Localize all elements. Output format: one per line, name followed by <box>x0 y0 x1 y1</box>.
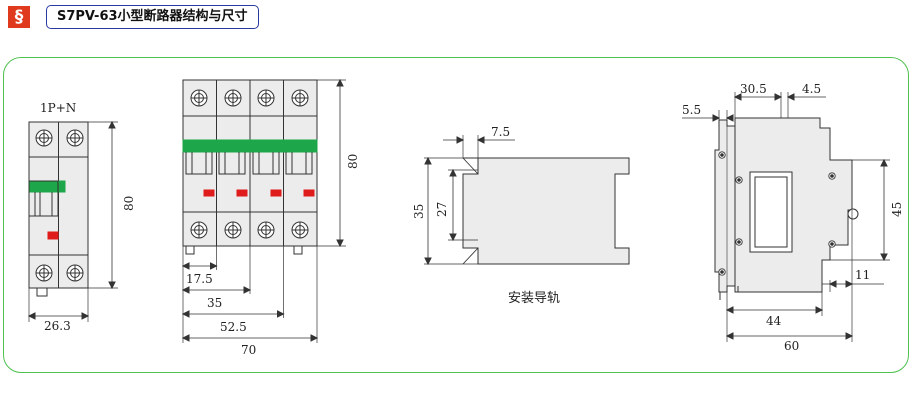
side-bottom-dim-b: 60 <box>784 339 799 353</box>
side-right-dim-h: 45 <box>890 202 904 217</box>
view2-dim-2: 35 <box>207 296 222 310</box>
rail-outer-dim: 35 <box>412 204 426 219</box>
side-left-dim: 5.5 <box>682 103 701 117</box>
page-title: S7PV-63小型断路器结构与尺寸 <box>46 5 259 29</box>
section-badge: § <box>8 6 30 28</box>
side-bottom-dim-a: 44 <box>766 314 782 328</box>
view2-dim-1: 17.5 <box>186 272 213 286</box>
content-frame <box>3 57 909 373</box>
side-right-dim-b: 11 <box>855 268 870 282</box>
view2-dim-3: 52.5 <box>220 320 247 334</box>
side-top-dim-a: 30.5 <box>740 82 767 96</box>
side-top-dim-b: 4.5 <box>802 82 821 96</box>
view1-label: 1P+N <box>40 101 76 115</box>
view1-height-dim: 80 <box>122 196 136 211</box>
rail-top-dim: 7.5 <box>491 125 510 139</box>
din-rail-view: 7.5 35 27 安装导轨 <box>412 125 630 306</box>
rail-inner-dim: 27 <box>435 202 449 217</box>
view2-dim-4: 70 <box>241 343 256 357</box>
breaker-4-pole-view: 80 17.5 35 52.5 70 <box>181 78 360 357</box>
view1-width-dim: 26.3 <box>44 319 71 333</box>
view2-height-dim: 80 <box>346 154 360 169</box>
breaker-1p-n-view: 1P+N 80 26.3 <box>27 101 136 333</box>
rail-caption: 安装导轨 <box>508 291 560 306</box>
side-profile-view: 30.5 4.5 5.5 45 11 44 60 <box>682 82 904 353</box>
